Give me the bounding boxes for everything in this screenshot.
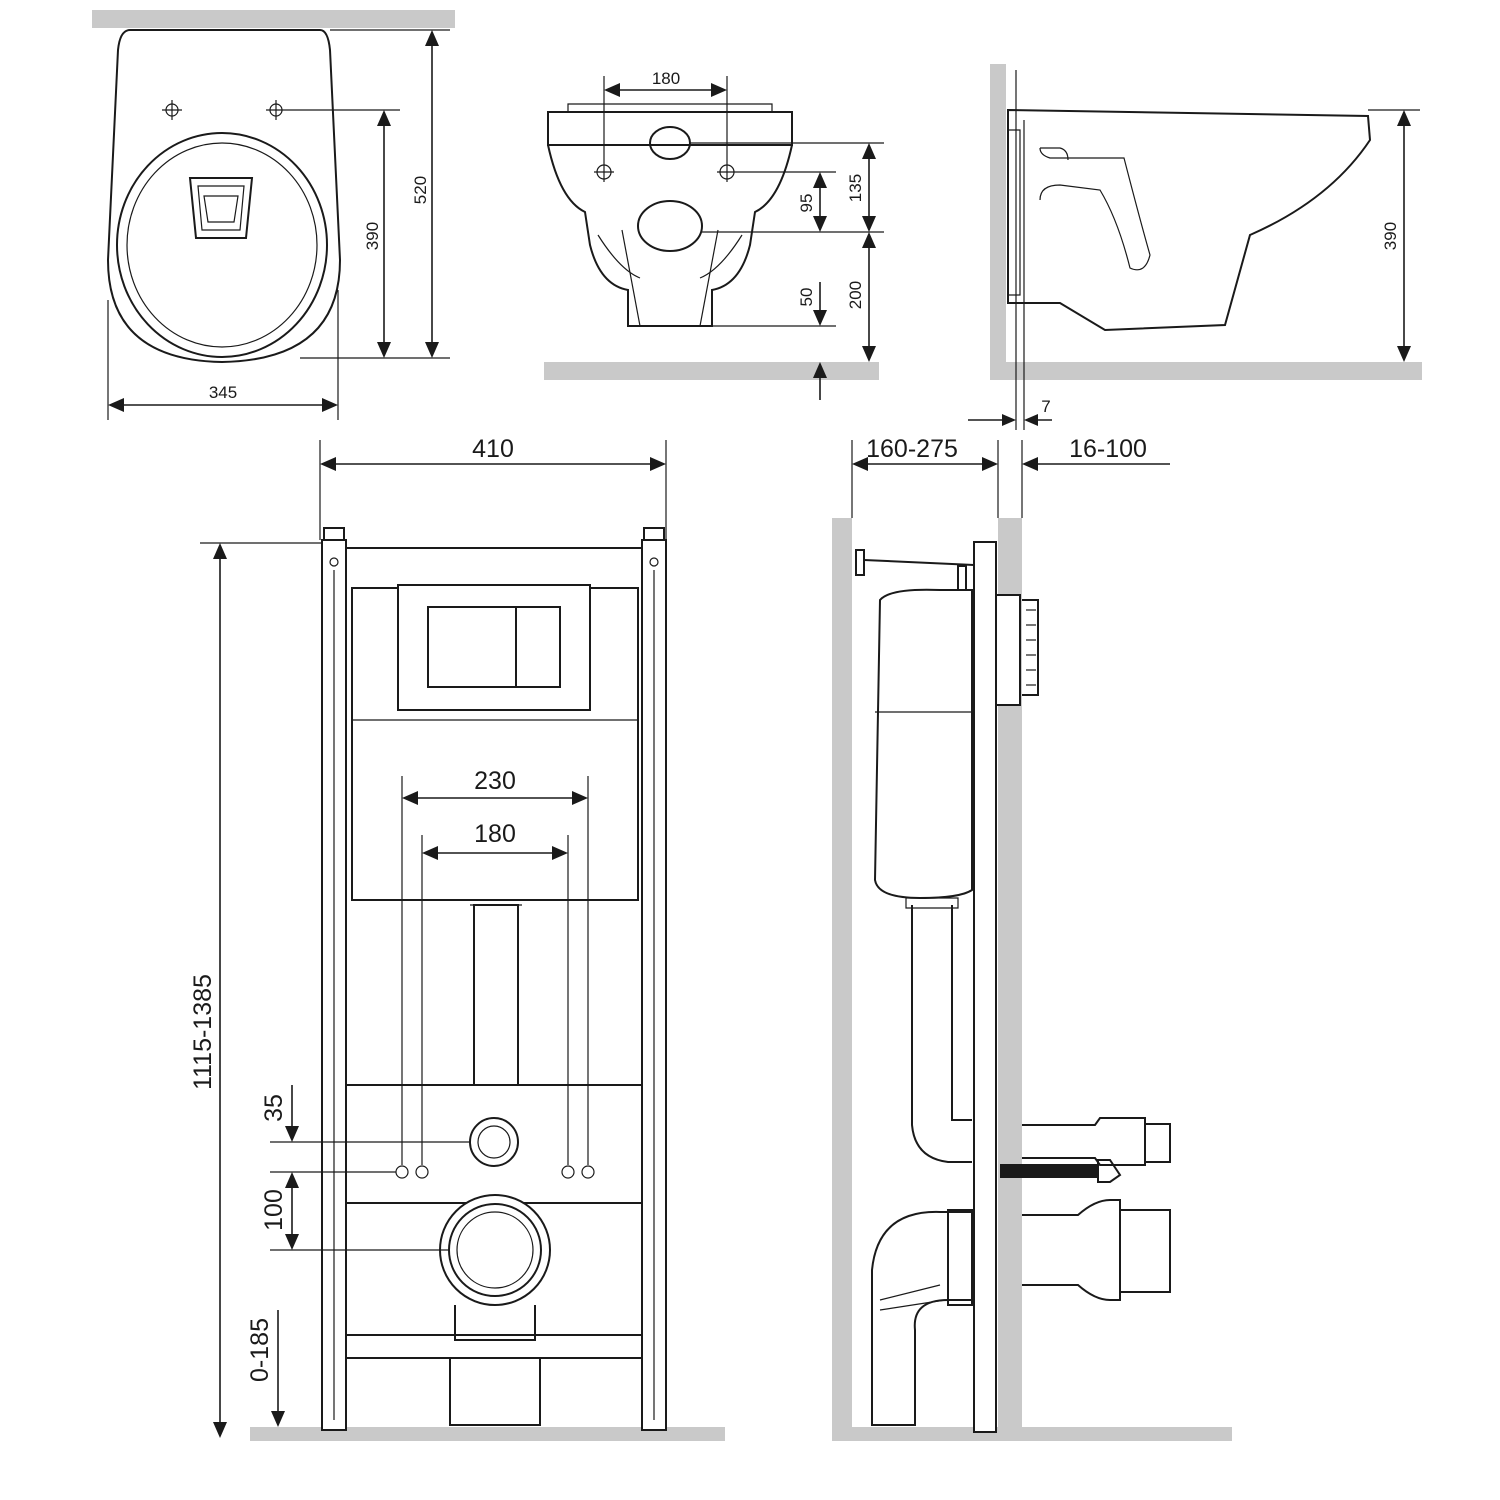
mount-hole-left bbox=[162, 100, 182, 120]
flush-plate bbox=[397, 584, 591, 711]
dim-frame-230: 230 bbox=[474, 767, 516, 795]
frame-front-view: 410 230 180 1115-1385 35 100 0-185 bbox=[189, 435, 725, 1441]
toilet-front-view: 180 135 95 200 50 bbox=[544, 69, 884, 400]
flush-button-small bbox=[515, 606, 561, 688]
floor-side-view bbox=[990, 362, 1422, 380]
dim-frame-floor: 0-185 bbox=[246, 1318, 274, 1382]
dim-plan-390: 390 bbox=[363, 222, 382, 250]
floor-front-view bbox=[544, 362, 879, 380]
dim-frame-410: 410 bbox=[472, 435, 514, 463]
dim-front-50: 50 bbox=[797, 288, 816, 307]
wall-side-view bbox=[990, 64, 1006, 380]
dim-plan-345: 345 bbox=[209, 383, 237, 402]
mount-hole-right bbox=[266, 100, 286, 120]
dim-side-wall: 16-100 bbox=[1069, 435, 1147, 463]
wall-frame-side bbox=[832, 518, 852, 1430]
dim-front-95: 95 bbox=[797, 194, 816, 213]
toilet-plan-view: 520 390 345 bbox=[92, 10, 455, 420]
dim-front-180: 180 bbox=[652, 69, 680, 88]
dim-frame-180: 180 bbox=[474, 820, 516, 848]
dim-frame-100: 100 bbox=[260, 1189, 288, 1231]
floor-frame-side bbox=[832, 1427, 1232, 1441]
frame-side-view: 160-275 16-100 bbox=[832, 435, 1232, 1441]
dim-frame-35: 35 bbox=[260, 1094, 288, 1122]
dim-plan-520: 520 bbox=[411, 176, 430, 204]
wall-top-plan bbox=[92, 10, 455, 28]
dim-front-200: 200 bbox=[846, 281, 865, 309]
dim-side-depth: 160-275 bbox=[866, 435, 958, 463]
dim-side-390: 390 bbox=[1381, 222, 1400, 250]
dim-frame-height: 1115-1385 bbox=[189, 974, 217, 1090]
floor-frame-front bbox=[250, 1427, 725, 1441]
toilet-side-view: 390 7 bbox=[968, 64, 1422, 430]
dim-front-135: 135 bbox=[846, 174, 865, 202]
connector-rod bbox=[1000, 1164, 1098, 1178]
dim-side-7: 7 bbox=[1041, 397, 1050, 416]
